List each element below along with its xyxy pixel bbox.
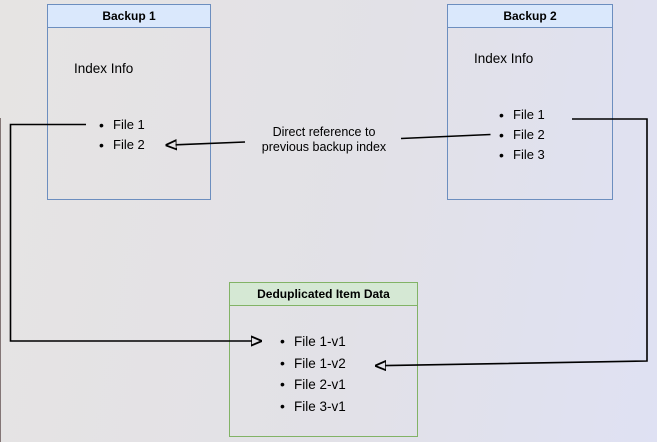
backup1-file-list: File 1 File 2	[99, 115, 145, 155]
backup2-file-list: File 1 File 2 File 3	[499, 105, 545, 165]
screen-edge-artifact	[0, 118, 1, 442]
dedup-file-list: File 1-v1 File 1-v2 File 2-v1 File 3-v1	[280, 331, 346, 417]
backup1-title: Backup 1	[48, 5, 210, 28]
backup2-title: Backup 2	[448, 5, 612, 28]
file-item: File 2	[99, 135, 145, 155]
file-item: File 1-v2	[280, 353, 346, 375]
file-item: File 1	[499, 105, 545, 125]
file-item: File 3-v1	[280, 396, 346, 418]
dedup-title: Deduplicated Item Data	[230, 283, 417, 306]
file-item: File 2	[499, 125, 545, 145]
file-item: File 1	[99, 115, 145, 135]
dedup-node: Deduplicated Item Data File 1-v1 File 1-…	[229, 282, 418, 437]
direct-reference-edge-label: Direct reference to previous backup inde…	[261, 125, 387, 154]
backup1-node: Backup 1 Index Info File 1 File 2	[47, 4, 211, 200]
backup2-body: Index Info File 1 File 2 File 3	[448, 28, 612, 199]
file-item: File 3	[499, 145, 545, 165]
backup2-index-info-label: Index Info	[474, 51, 534, 66]
file-item: File 1-v1	[280, 331, 346, 353]
backup1-index-info-label: Index Info	[74, 61, 134, 76]
backup2-node: Backup 2 Index Info File 1 File 2 File 3	[447, 4, 613, 200]
file-item: File 2-v1	[280, 374, 346, 396]
backup1-body: Index Info File 1 File 2	[48, 28, 210, 199]
dedup-body: File 1-v1 File 1-v2 File 2-v1 File 3-v1	[230, 306, 417, 436]
